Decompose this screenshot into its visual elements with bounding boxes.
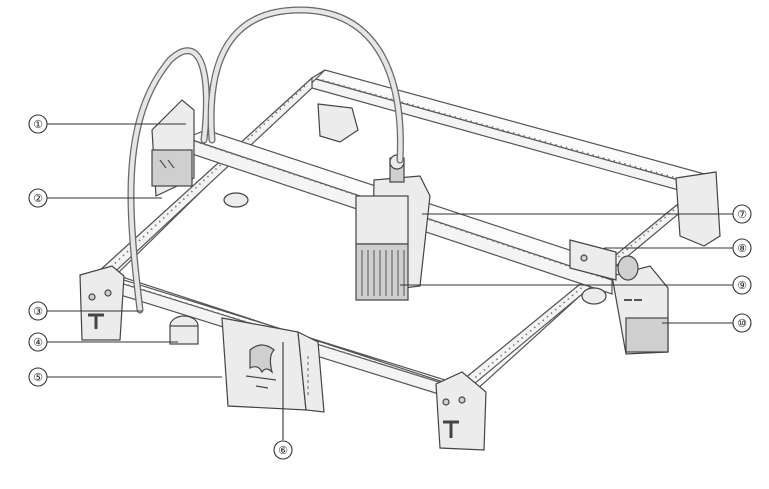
callout-8: ⑧ bbox=[732, 238, 752, 258]
control-box bbox=[221, 317, 325, 413]
laser-module bbox=[355, 154, 431, 301]
callout-9: ⑨ bbox=[732, 275, 752, 295]
cable-left bbox=[127, 47, 210, 314]
corner-bracket-front-right bbox=[435, 371, 487, 451]
callout-4-label: ④ bbox=[33, 336, 43, 349]
callout-leaders bbox=[47, 123, 733, 440]
callout-10-label: ⑩ bbox=[737, 317, 747, 330]
callout-7-label: ⑦ bbox=[737, 208, 747, 221]
callout-1-label: ① bbox=[33, 118, 43, 131]
back-rail bbox=[310, 69, 714, 197]
cable-laser bbox=[207, 6, 404, 164]
callout-3: ③ bbox=[28, 301, 48, 321]
right-motor-assembly bbox=[581, 265, 669, 355]
callout-2: ② bbox=[28, 188, 48, 208]
callout-4: ④ bbox=[28, 332, 48, 352]
callout-10: ⑩ bbox=[732, 313, 752, 333]
belt-tensioner bbox=[569, 239, 639, 281]
callout-6: ⑥ bbox=[273, 440, 293, 460]
front-limit-block bbox=[169, 315, 199, 345]
callout-5: ⑤ bbox=[28, 367, 48, 387]
callout-9-label: ⑨ bbox=[737, 279, 747, 292]
callout-1: ① bbox=[28, 114, 48, 134]
callout-3-label: ③ bbox=[33, 305, 43, 318]
corner-bracket-back-left bbox=[317, 103, 359, 143]
callout-7: ⑦ bbox=[732, 204, 752, 224]
corner-bracket-front-left bbox=[79, 265, 125, 341]
left-rail bbox=[96, 69, 326, 283]
callout-5-label: ⑤ bbox=[33, 371, 43, 384]
callout-2-label: ② bbox=[33, 192, 43, 205]
laser-heatsink-fins bbox=[361, 250, 405, 296]
callout-8-label: ⑧ bbox=[737, 242, 747, 255]
corner-bracket-back-right bbox=[675, 171, 721, 247]
callout-6-label: ⑥ bbox=[278, 444, 288, 457]
